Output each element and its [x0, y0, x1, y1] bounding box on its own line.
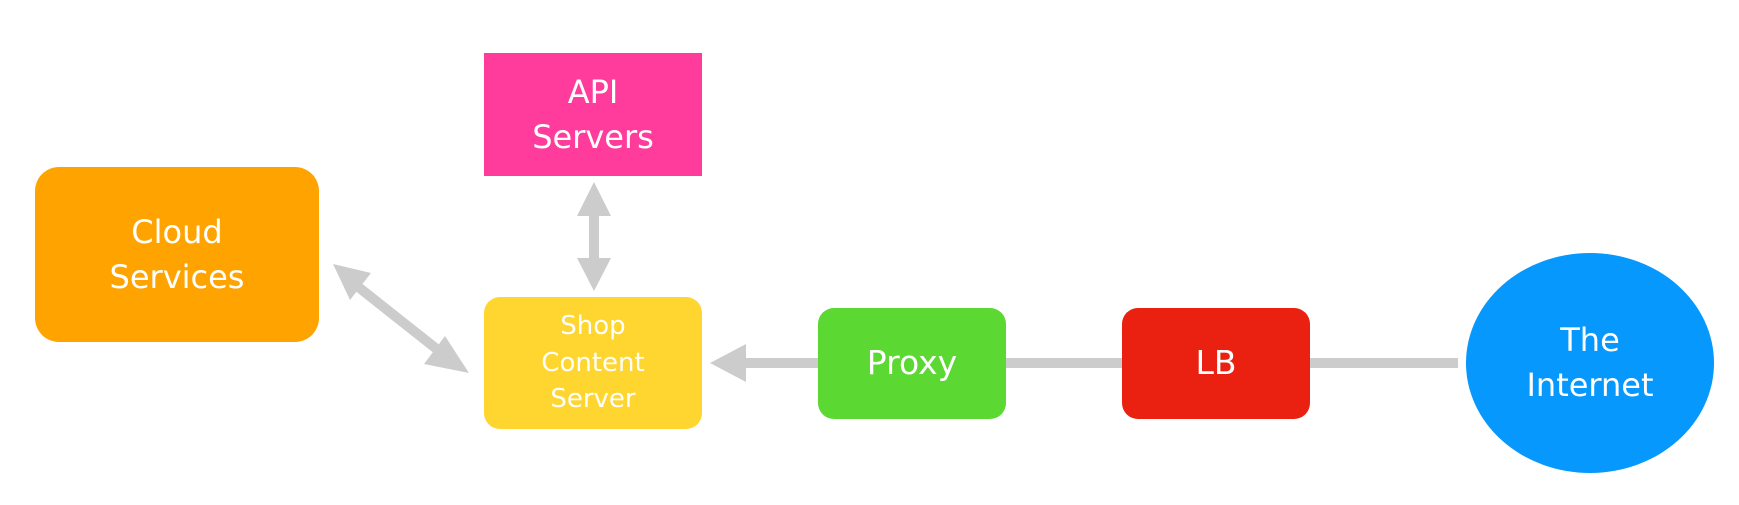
- cloud-services-label-line1: Cloud: [131, 212, 223, 251]
- internet-label-line1: The: [1560, 321, 1620, 360]
- shop-content-server-node: Shop Content Server: [484, 297, 702, 429]
- proxy-node: Proxy: [818, 308, 1006, 419]
- edge-api-shop-arrow: [577, 182, 611, 291]
- api-servers-label-line2: Servers: [532, 117, 654, 156]
- lb-label: LB: [1195, 343, 1237, 383]
- edge-cloud-shop-arrow: [333, 264, 469, 373]
- internet-label-line2: Internet: [1526, 366, 1654, 404]
- shop-label-line1: Shop: [560, 311, 626, 342]
- load-balancer-node: LB: [1122, 308, 1310, 419]
- edge-proxy-shop-arrow: [710, 344, 818, 382]
- the-internet-node: The Internet: [1466, 253, 1714, 473]
- cloud-services-node: Cloud Services: [35, 167, 319, 342]
- proxy-label: Proxy: [866, 343, 958, 383]
- shop-label-line2: Content: [541, 347, 645, 378]
- shop-label-line3: Server: [550, 384, 636, 415]
- api-servers-label-line1: API: [567, 72, 619, 111]
- api-servers-node: API Servers: [484, 53, 702, 176]
- cloud-services-label-line2: Services: [109, 257, 245, 296]
